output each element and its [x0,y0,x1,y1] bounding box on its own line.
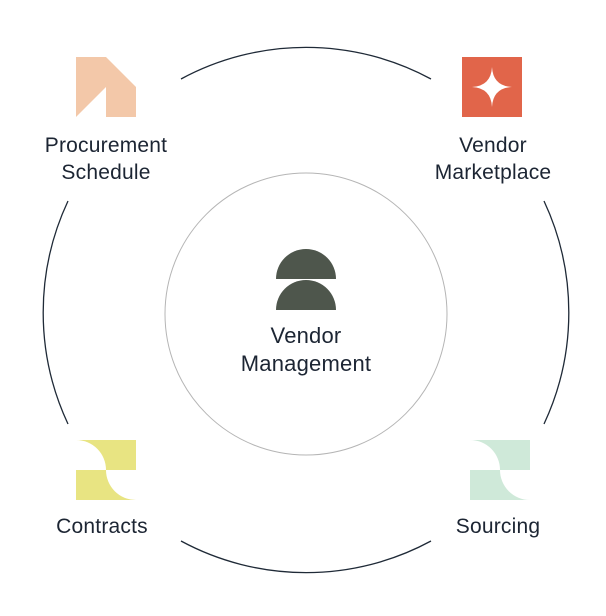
leaf-tile-icon [470,440,530,500]
sourcing-line1: Sourcing [455,515,541,538]
vendor-marketplace-line1: Vendor [459,134,527,157]
sparkle-star-icon [462,57,522,117]
triangles-tile-icon [76,57,136,117]
outer-ring-arc-left [42,200,69,425]
vendor-marketplace-label: Vendor Marketplace [410,132,576,186]
outer-ring-arc-bottom [180,540,432,574]
vendor-management-line1: Vendor [270,323,342,348]
contracts-label: Contracts [30,513,174,540]
contracts-line1: Contracts [56,515,148,538]
outer-ring-arc-right [543,200,570,425]
person-icon [276,249,336,310]
sourcing-label: Sourcing [426,513,570,540]
outer-ring-arc-top [180,46,432,80]
procurement-schedule-label: Procurement Schedule [16,132,196,186]
vendor-marketplace-line2: Marketplace [434,161,552,184]
procurement-schedule-line1: Procurement [44,134,168,157]
vendor-management-line2: Management [240,351,372,376]
inner-ring [164,172,448,456]
vendor-management-label: Vendor Management [206,322,406,378]
procurement-schedule-line2: Schedule [61,161,151,184]
leaf-tile-icon [76,440,136,500]
